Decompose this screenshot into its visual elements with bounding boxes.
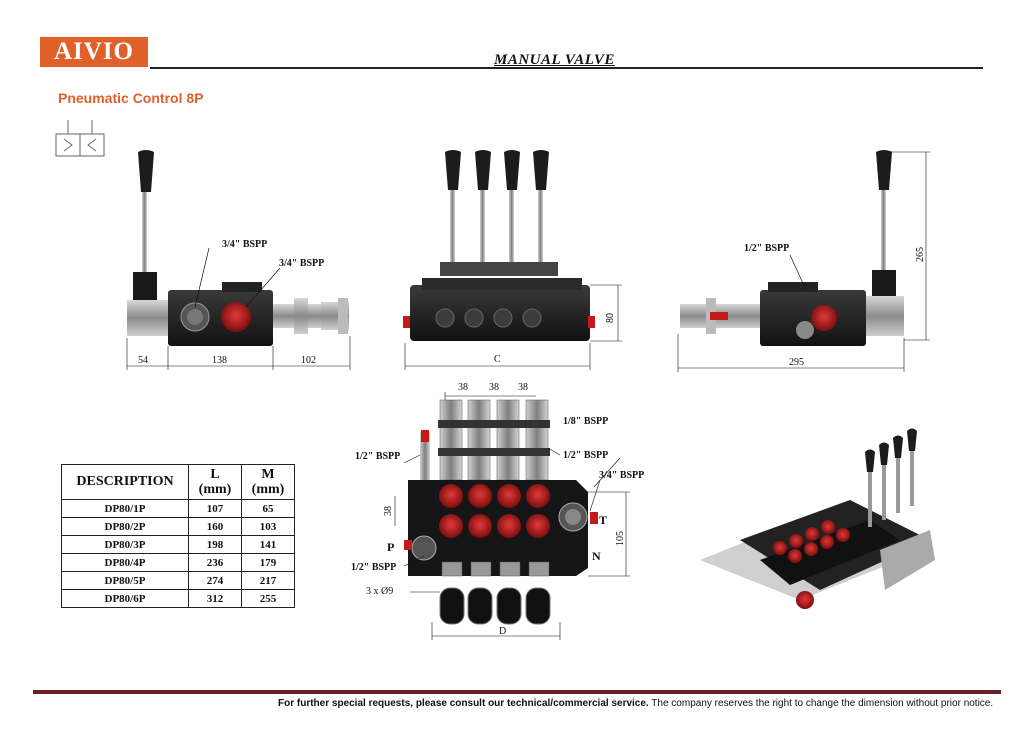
top-port-34-label: 3/4" BSPP <box>599 470 645 481</box>
table-cell: 198 <box>188 535 242 554</box>
top-port-12-right-label: 1/2" BSPP <box>563 450 609 461</box>
top-dim-38-vertical: 38 <box>383 506 394 516</box>
header-divider <box>150 67 983 69</box>
table-row: DP80/2P 160 103 <box>61 517 295 536</box>
left-port-b-label: 3/4" BSPP <box>279 258 325 269</box>
table-header-l: L (mm) <box>188 464 242 500</box>
table-cell: 103 <box>241 517 295 536</box>
top-dim-38-b: 38 <box>489 382 499 393</box>
front-view-drawing <box>403 150 622 370</box>
side-port-label: 1/2" BSPP <box>744 243 790 254</box>
technical-drawings <box>126 150 935 640</box>
dimension-table: DESCRIPTION L (mm) M (mm) DP80/1P 107 65… <box>61 464 295 608</box>
table-row: DP80/6P 312 255 <box>61 589 295 608</box>
top-view-drawing <box>394 392 630 640</box>
brand-logo: AIVIO <box>40 37 148 67</box>
table-cell: 107 <box>188 499 242 518</box>
table-cell: 160 <box>188 517 242 536</box>
table-header-m: M (mm) <box>241 464 295 500</box>
side-view-drawing <box>677 150 930 372</box>
valve-3d-render <box>700 428 935 609</box>
footer-note: For further special requests, please con… <box>278 698 993 709</box>
top-port-12-left-label: 1/2" BSPP <box>355 451 401 462</box>
table-cell: 217 <box>241 571 295 590</box>
top-port-12-bottom-label: 1/2" BSPP <box>351 562 397 573</box>
table-row: DP80/1P 107 65 <box>61 499 295 518</box>
table-header-description: DESCRIPTION <box>61 464 189 500</box>
front-dim-c: C <box>494 354 501 365</box>
port-n-label: N <box>592 549 601 563</box>
table-cell: DP80/1P <box>61 499 189 518</box>
valve-symbol-icon <box>55 120 105 157</box>
footer-divider <box>33 690 1001 694</box>
top-dim-105: 105 <box>615 531 626 546</box>
table-cell: 65 <box>241 499 295 518</box>
port-t-label: T <box>599 513 608 527</box>
left-dim-102: 102 <box>301 355 316 366</box>
table-cell: DP80/2P <box>61 517 189 536</box>
front-dim-80: 80 <box>605 313 616 323</box>
table-cell: 179 <box>241 553 295 572</box>
top-dim-38-c: 38 <box>518 382 528 393</box>
left-port-a-label: 3/4" BSPP <box>222 239 268 250</box>
left-view-drawing <box>126 150 351 370</box>
table-cell: 255 <box>241 589 295 608</box>
table-cell: DP80/4P <box>61 553 189 572</box>
top-dim-d: D <box>499 626 507 637</box>
side-dim-265: 265 <box>915 247 926 262</box>
port-p-label: P <box>387 540 395 554</box>
footer-normal-text: The company reserves the right to change… <box>648 698 994 709</box>
side-dim-295: 295 <box>789 357 804 368</box>
left-dim-138: 138 <box>212 355 227 366</box>
table-row: DP80/3P 198 141 <box>61 535 295 554</box>
top-port-18-label: 1/8" BSPP <box>563 416 609 427</box>
table-row: DP80/5P 274 217 <box>61 571 295 590</box>
left-dim-54: 54 <box>138 355 148 366</box>
table-cell: DP80/3P <box>61 535 189 554</box>
product-subtitle: Pneumatic Control 8P <box>58 90 204 106</box>
table-cell: 274 <box>188 571 242 590</box>
table-row: DP80/4P 236 179 <box>61 553 295 572</box>
top-dim-38-a: 38 <box>458 382 468 393</box>
mounting-holes-label: 3 x Ø9 <box>366 586 394 597</box>
table-cell: DP80/5P <box>61 571 189 590</box>
table-cell: 141 <box>241 535 295 554</box>
table-cell: DP80/6P <box>61 589 189 608</box>
table-cell: 312 <box>188 589 242 608</box>
page-title: MANUAL VALVE <box>494 52 615 68</box>
table-cell: 236 <box>188 553 242 572</box>
footer-bold-text: For further special requests, please con… <box>278 698 649 709</box>
